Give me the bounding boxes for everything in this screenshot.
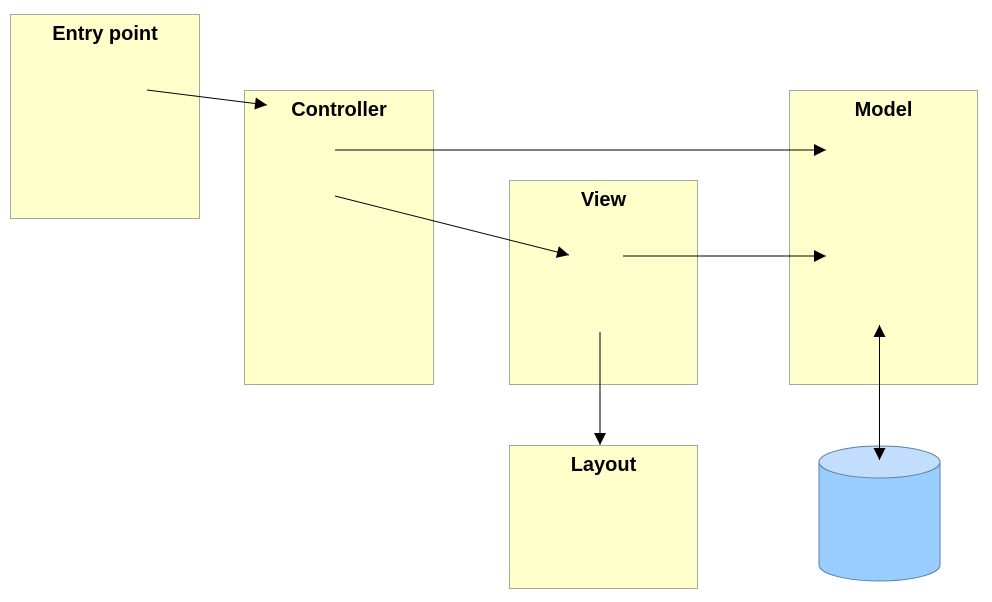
arrow-entry-to-controller xyxy=(146,89,268,110)
controller-box: Controller xyxy=(244,90,434,385)
entry-point-box: Entry point xyxy=(10,14,200,219)
database-cylinder-icon xyxy=(818,445,941,582)
layout-label: Layout xyxy=(570,454,637,476)
database-body xyxy=(818,462,941,582)
view-label: View xyxy=(580,189,627,211)
entry-point-label: Entry point xyxy=(52,23,158,45)
arrow-controller-to-view xyxy=(334,195,570,258)
controller-label: Controller xyxy=(291,99,387,121)
layout-box: Layout xyxy=(509,445,698,589)
view-box: View xyxy=(509,180,698,385)
model-label: Model xyxy=(854,99,913,121)
